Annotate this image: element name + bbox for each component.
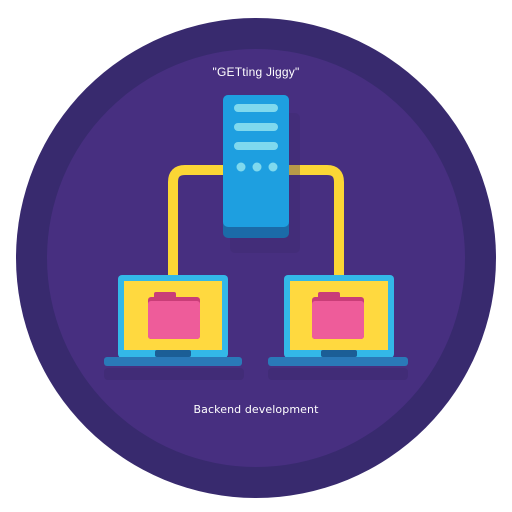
- laptop-right: [268, 275, 408, 380]
- laptop-left: [104, 275, 244, 380]
- badge-title: "GETting Jiggy": [212, 65, 300, 79]
- connector-lines: [168, 165, 344, 282]
- badge-caption: Backend development: [193, 403, 319, 416]
- folder-icon: [312, 292, 364, 339]
- folder-icon: [148, 292, 200, 339]
- server-icon: [223, 95, 300, 253]
